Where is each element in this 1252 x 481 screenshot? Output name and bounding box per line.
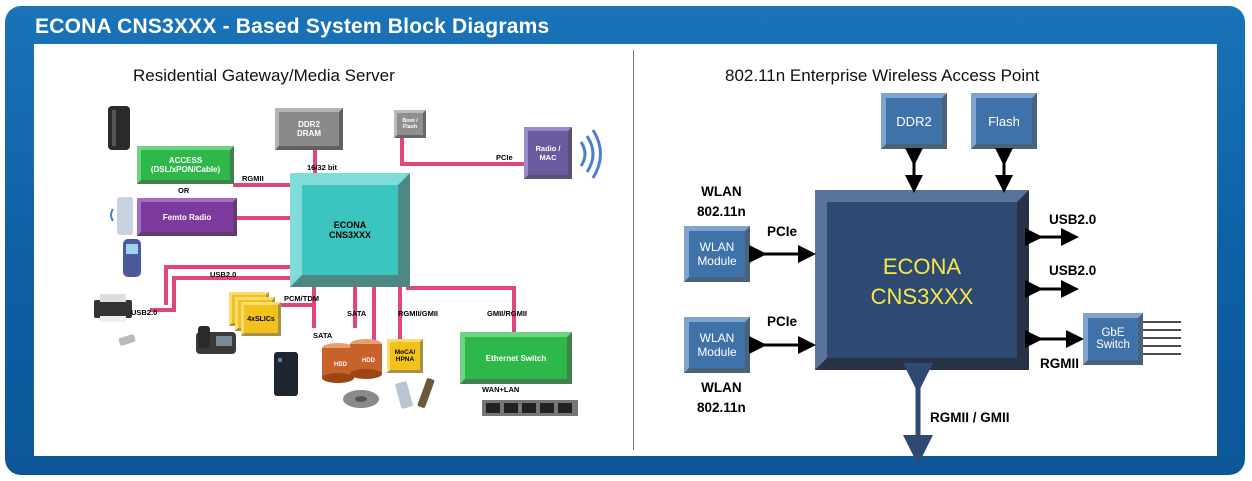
wlan-module-top: WLAN Module xyxy=(684,226,750,282)
page-title: ECONA CNS3XXX - Based System Block Diagr… xyxy=(35,15,550,38)
cpu-name-line2: CNS3XXX xyxy=(870,284,974,309)
pcie-label: PCIe xyxy=(496,153,513,162)
pcie-label-bottom: PCIe xyxy=(767,314,798,329)
pcie-bus-line xyxy=(400,162,525,166)
econa-cpu-left: ECONA CNS3XXX xyxy=(290,173,410,287)
cpu-name-line1: ECONA xyxy=(882,254,962,279)
femto-device-icon xyxy=(110,197,133,235)
nas-device-icon xyxy=(274,352,298,396)
rgmii-label-right: RGMII xyxy=(1040,356,1079,371)
usb-bus-vline-2 xyxy=(172,276,176,310)
bus-width-label: 16/32 bit xyxy=(307,163,338,172)
wan-lan-label: WAN+LAN xyxy=(482,385,520,394)
moca-hpna-module: MoCA/ HPNA xyxy=(387,339,423,373)
usb-label-1: USB2.0 xyxy=(1049,212,1097,227)
rgmii-gmii-label-right: RGMII / GMII xyxy=(930,410,1010,425)
cable-connectors-icon xyxy=(395,378,435,409)
sata-bus-vline-1 xyxy=(353,286,357,328)
pcm-bus-vline xyxy=(312,286,316,328)
ddr2-chip: DDR2 xyxy=(881,93,947,149)
sata-label-1: SATA xyxy=(313,331,333,340)
right-panel-title: 802.11n Enterprise Wireless Access Point xyxy=(725,66,1040,85)
pcm-bus-hline xyxy=(270,303,316,307)
flash-chip: Flash xyxy=(971,93,1037,149)
rgmii-bus-line xyxy=(233,183,291,187)
slic-card-front: 4xSLICs xyxy=(241,302,281,336)
usb-bus-line-2 xyxy=(172,276,294,280)
panel-divider xyxy=(633,50,634,450)
boot-bus-line xyxy=(400,137,404,165)
wlan-label-top: WLAN 802.11n xyxy=(697,184,746,219)
pcm-tdm-label: PCM/TDM xyxy=(284,294,319,303)
usb-stick-icon xyxy=(118,334,136,346)
wlan-label-bottom: WLAN 802.11n xyxy=(697,380,746,415)
wlan-module-bottom: WLAN Module xyxy=(684,317,750,373)
hdd-cylinders xyxy=(322,339,382,383)
radio-mac-chip: Radio / MAC xyxy=(524,127,572,179)
mobile-phone-icon xyxy=(123,239,141,277)
boot-flash-chip: Boot / Flash xyxy=(394,110,426,138)
modem-device-icon xyxy=(108,106,130,150)
sata-label-2: SATA xyxy=(347,309,367,318)
hdd-label-2: HDD xyxy=(362,358,375,364)
femto-bus-line xyxy=(237,216,293,220)
usb-label-2: USB2.0 xyxy=(1049,263,1097,278)
rgmii-label: RGMII xyxy=(242,174,264,183)
usb-label-top: USB2.0 xyxy=(210,270,237,279)
ddr2-dram-chip: DDR2 DRAM xyxy=(275,108,343,150)
printer-icon xyxy=(94,294,132,322)
rgmii-gmii-label: RGMII/GMII xyxy=(398,309,438,318)
hard-disk-icon xyxy=(343,390,379,408)
ethernet-switch: Ethernet Switch xyxy=(460,332,572,384)
sata-bus-vline-2 xyxy=(372,286,376,348)
usb-label-left: USB2.0 xyxy=(131,308,158,317)
gbe-switch: GbE Switch xyxy=(1083,313,1143,365)
desk-phone-icon xyxy=(196,326,236,354)
ddr-bus-line xyxy=(313,150,317,180)
or-label: OR xyxy=(178,186,190,195)
gmii-rgmii-label: GMII/RGMII xyxy=(487,309,527,318)
pcie-label-top: PCIe xyxy=(767,224,798,239)
ethernet-ports-icon xyxy=(482,400,578,416)
radio-waves-icon xyxy=(579,129,602,179)
left-panel-title: Residential Gateway/Media Server xyxy=(133,66,395,85)
eth-bus-vline xyxy=(512,286,516,334)
hdd-label-1: HDD xyxy=(334,362,347,368)
usb-bus-line-1 xyxy=(164,265,292,269)
switch-port-lines xyxy=(1143,321,1181,355)
access-module: ACCESS (DSL/xPON/Cable) xyxy=(137,146,234,184)
moca-bus-vline xyxy=(398,286,402,340)
usb-bus-vline-1 xyxy=(164,265,168,305)
eth-bus-hline xyxy=(406,286,516,290)
usb-bus-hline xyxy=(150,308,176,312)
femto-radio-module: Femto Radio xyxy=(137,198,237,236)
